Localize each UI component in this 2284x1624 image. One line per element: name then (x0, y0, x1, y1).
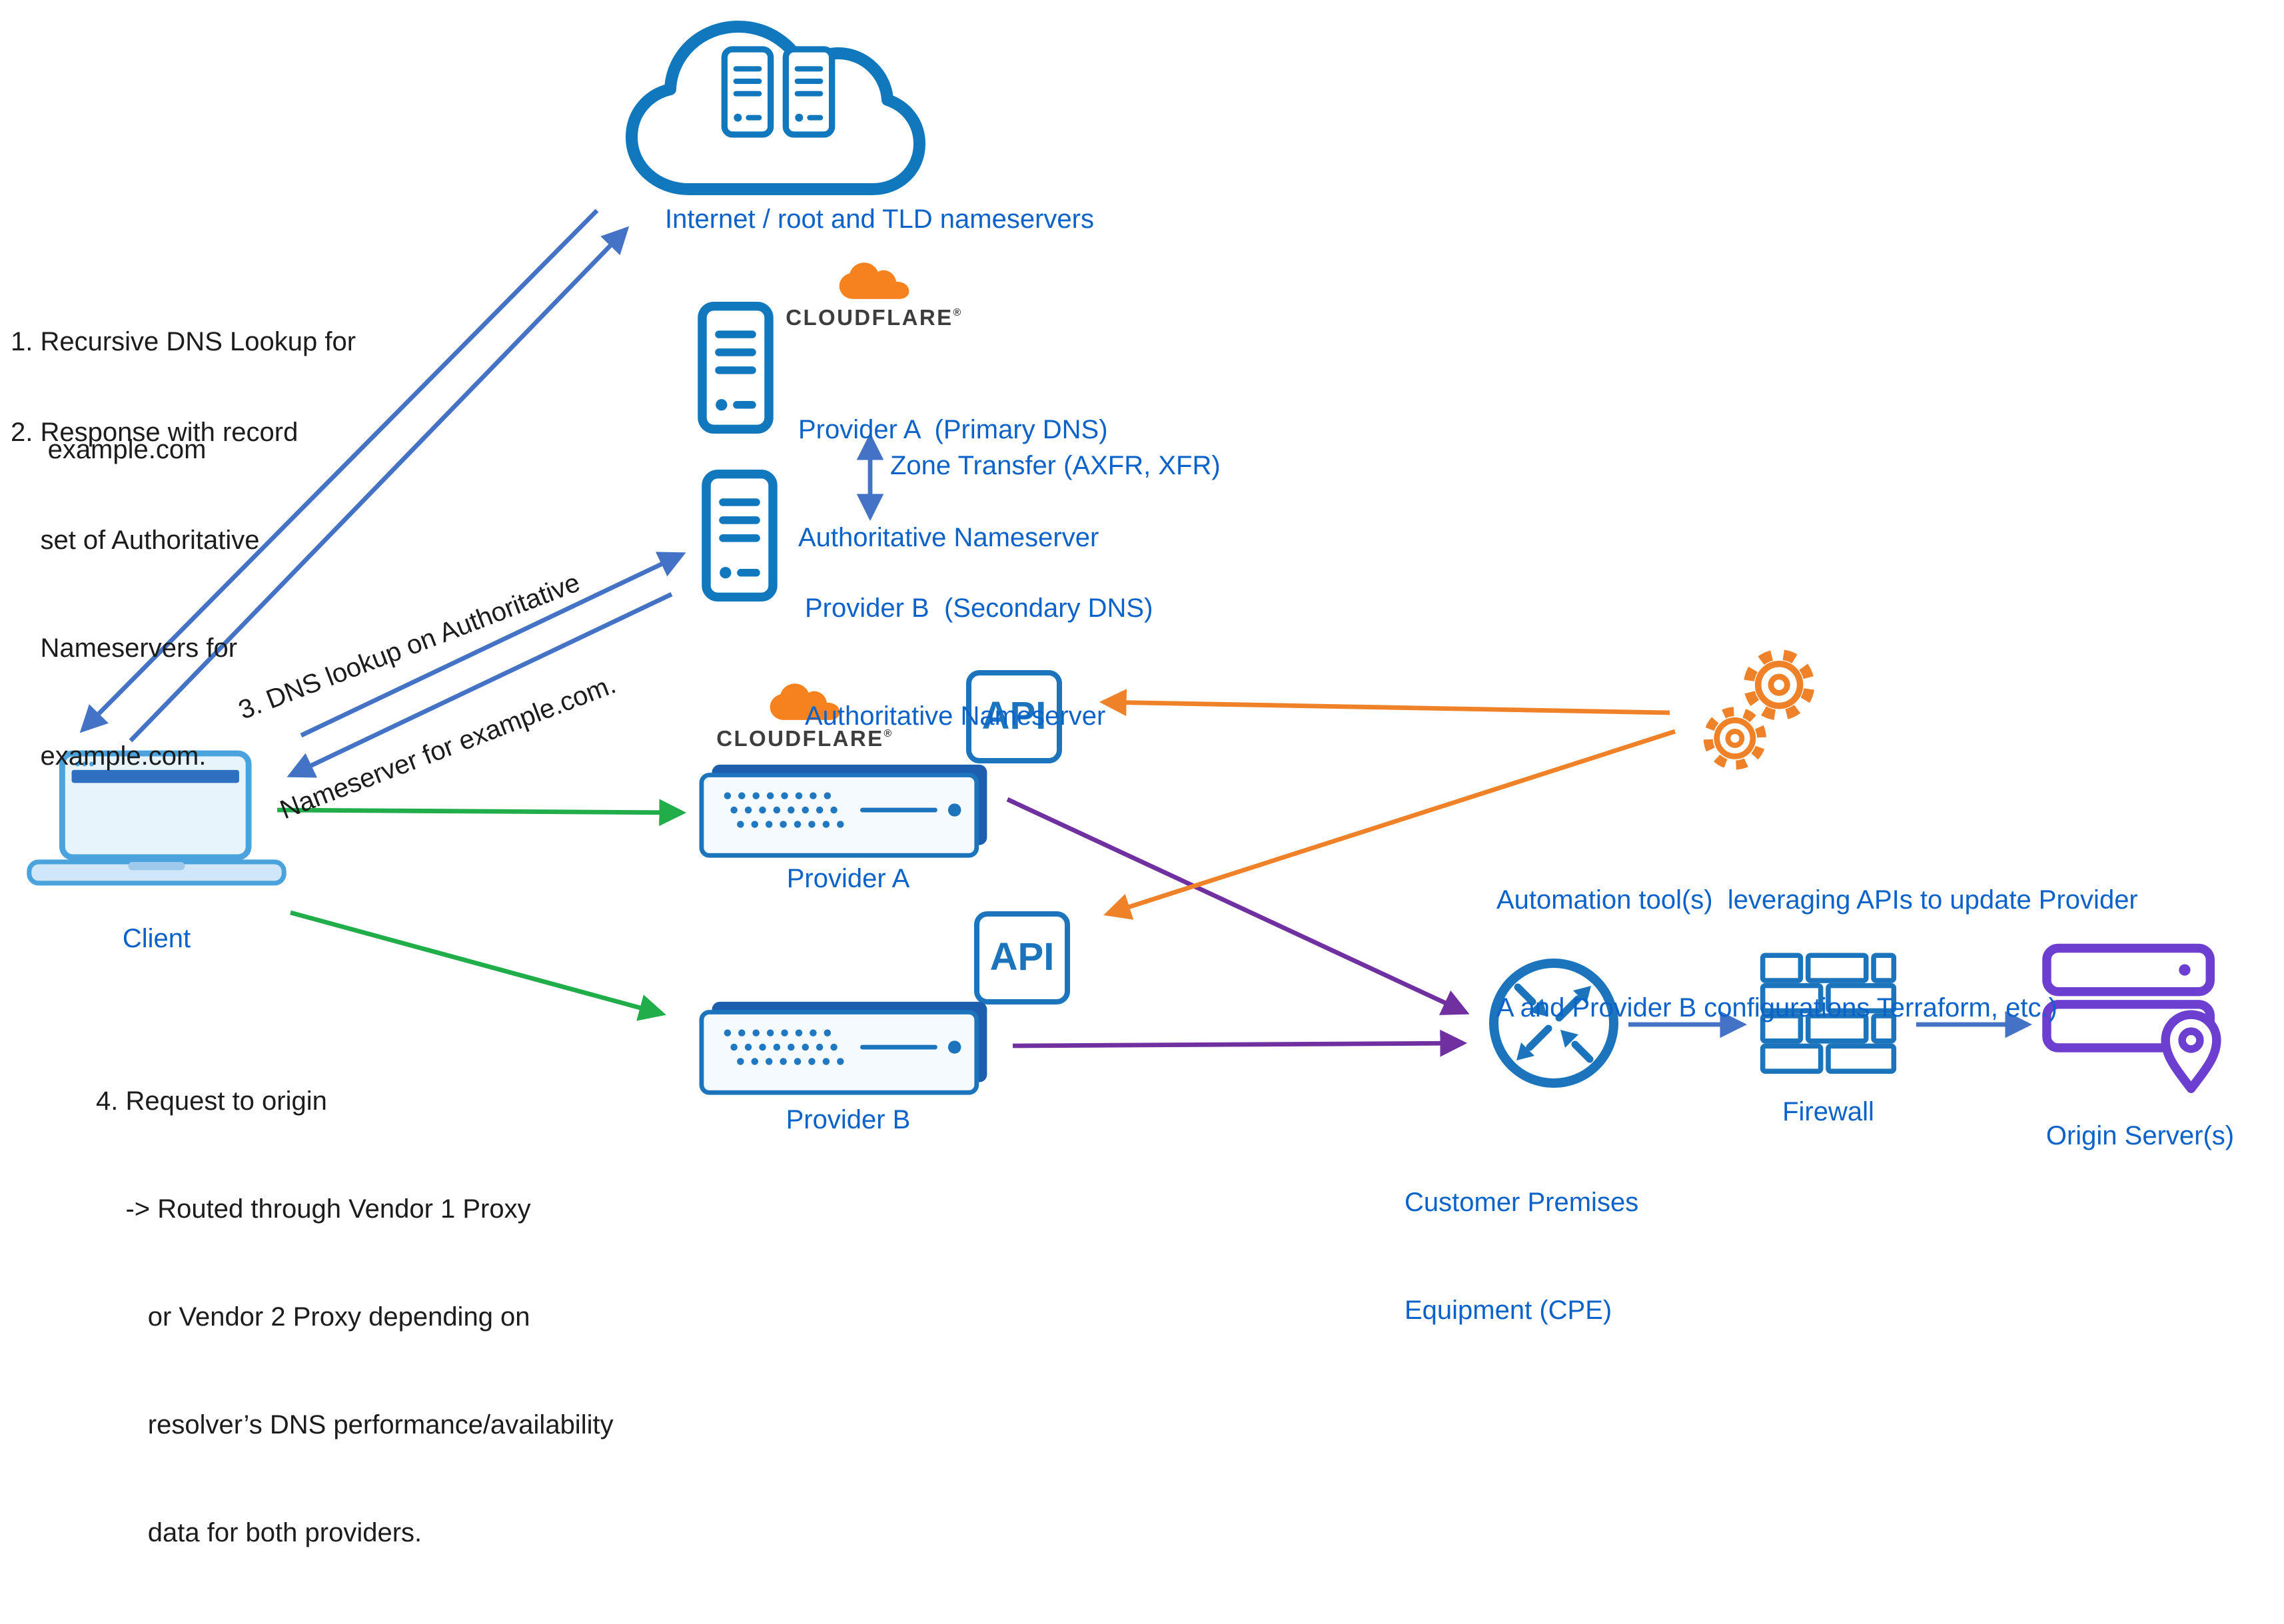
arrow-automation-to-api-a (1099, 689, 1670, 717)
arrow-provider-b-to-cpe (1012, 1029, 1468, 1057)
provider-b-proxy-icon (698, 999, 998, 1098)
origin-servers-icon (2041, 941, 2233, 1094)
registered-mark: ® (953, 306, 963, 318)
annotation-line: -> Routed through Vendor 1 Proxy (96, 1195, 531, 1224)
annotation-line: 2. Response with record (11, 418, 298, 448)
api-label: API (981, 695, 1047, 737)
api-box-provider-b: API (974, 911, 1070, 1005)
api-label: API (989, 936, 1055, 979)
annotation-line: data for both providers. (96, 1519, 422, 1548)
label-line: Automation tool(s) leveraging APIs to up… (1496, 886, 2138, 915)
label-line: A and Provider B configurations Terrafor… (1496, 994, 2057, 1023)
cloudflare-logo-proxy: CLOUDFLARE® (705, 682, 905, 753)
zone-transfer-label: Zone Transfer (AXFR, XFR) (890, 452, 1221, 481)
provider-b-nameserver-icon (701, 469, 778, 602)
internet-cloud-icon (606, 3, 939, 213)
firewall-icon (1759, 951, 1898, 1080)
provider-a-nameserver-icon (697, 301, 774, 434)
arrow-provider-a-to-cpe (1006, 797, 1470, 1015)
provider-a-proxy-icon (698, 762, 998, 861)
api-box-provider-a: API (966, 670, 1062, 763)
label-line: Authoritative Nameserver (798, 524, 1099, 553)
annotation-step4: 4. Request to origin -> Routed through V… (96, 1013, 614, 1624)
annotation-line: resolver’s DNS performance/availability (96, 1411, 614, 1440)
annotation-line: set of Authoritative (11, 526, 260, 556)
annotation-line: or Vendor 2 Proxy depending on (96, 1303, 530, 1332)
firewall-label: Firewall (1782, 1098, 1874, 1127)
cloudflare-cloud-icon (839, 262, 909, 299)
provider-a-proxy-label: Provider A (786, 865, 910, 894)
provider-b-proxy-label: Provider B (786, 1106, 911, 1135)
arrow-client-to-provider-b (290, 910, 666, 1021)
client-label: Client (122, 925, 191, 954)
cloudflare-logo-nameserver: CLOUDFLARE® (774, 261, 974, 332)
origin-label: Origin Server(s) (2045, 1122, 2235, 1151)
provider-b-nameserver-label: Provider B (Secondary DNS) Authoritative… (805, 520, 1153, 807)
registered-mark: ® (883, 727, 893, 739)
dns-architecture-diagram: Internet / root and TLD nameservers 1. R… (11, 3, 2235, 1548)
automation-label: Automation tool(s) leveraging APIs to up… (1496, 811, 2138, 1099)
annotation-line: example.com. (11, 742, 207, 771)
label-line: Authoritative Nameserver (805, 702, 1106, 731)
annotation-line: 4. Request to origin (96, 1087, 327, 1116)
cpe-label: Customer Premises Equipment (CPE) (1405, 1114, 1638, 1402)
cloudflare-wordmark: CLOUDFLARE® (786, 306, 963, 332)
cloudflare-wordmark: CLOUDFLARE® (716, 727, 893, 753)
label-line: Provider A (Primary DNS) (798, 416, 1108, 445)
internet-label: Internet / root and TLD nameservers (664, 205, 1094, 234)
label-line: Equipment (CPE) (1405, 1296, 1612, 1326)
cloudflare-wordmark-text: CLOUDFLARE (786, 306, 953, 330)
automation-gears-icon (1698, 647, 1826, 787)
cloudflare-wordmark-text: CLOUDFLARE (716, 727, 884, 751)
cloudflare-cloud-icon (770, 683, 840, 720)
provider-a-nameserver-label: Provider A (Primary DNS) Authoritative N… (798, 341, 1108, 629)
client-laptop-icon (27, 749, 286, 893)
label-line: Provider B (Secondary DNS) (805, 594, 1153, 623)
cpe-router-icon (1484, 954, 1623, 1092)
label-line: Customer Premises (1405, 1188, 1639, 1218)
